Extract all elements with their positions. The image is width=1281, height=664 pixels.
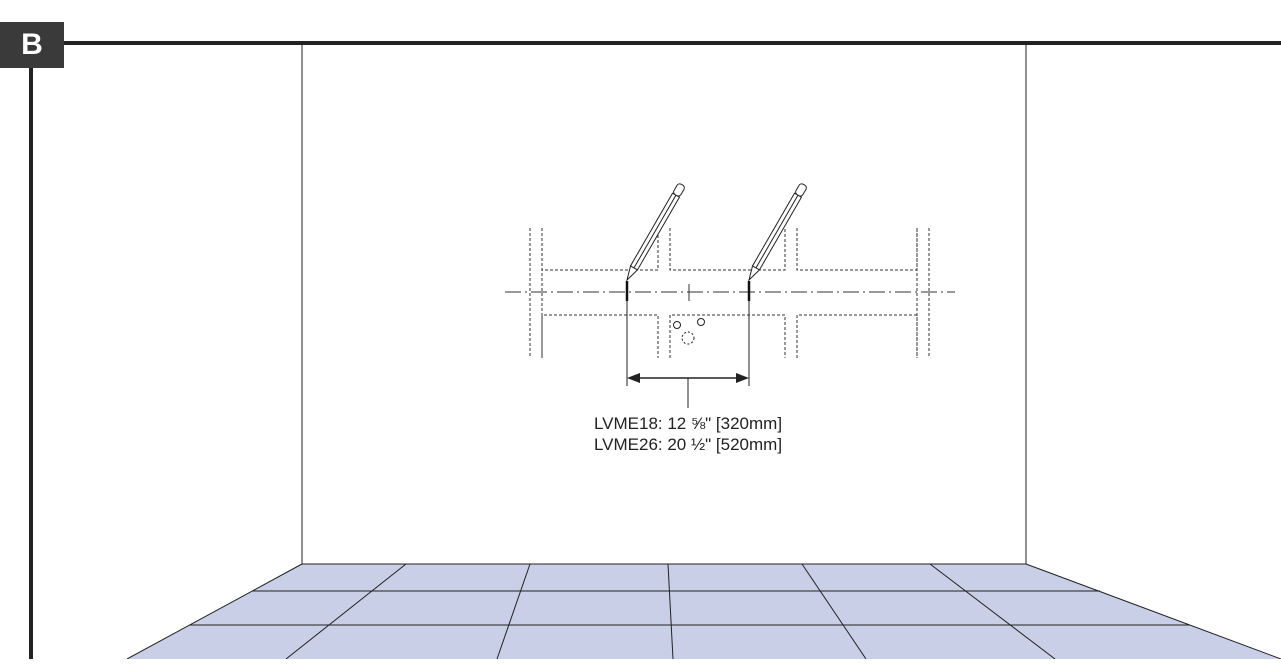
pencil-icon	[626, 183, 685, 282]
measurement-lvme26: LVME26: 20 ½" [520mm]	[593, 435, 783, 454]
anchor-holes-icon	[673, 318, 705, 345]
dimension-labels: LVME18: 12 ⅝" [320mm] LVME26: 20 ½" [520…	[540, 413, 836, 455]
dimension-arrow-icon	[626, 301, 750, 408]
tiled-floor	[126, 563, 1281, 660]
measurement-lvme18: LVME18: 12 ⅝" [320mm]	[593, 414, 783, 433]
step-letter: B	[21, 28, 43, 61]
pencil-icon	[748, 183, 807, 282]
step-badge: B	[0, 22, 64, 68]
wall-studs-hidden	[529, 228, 930, 358]
